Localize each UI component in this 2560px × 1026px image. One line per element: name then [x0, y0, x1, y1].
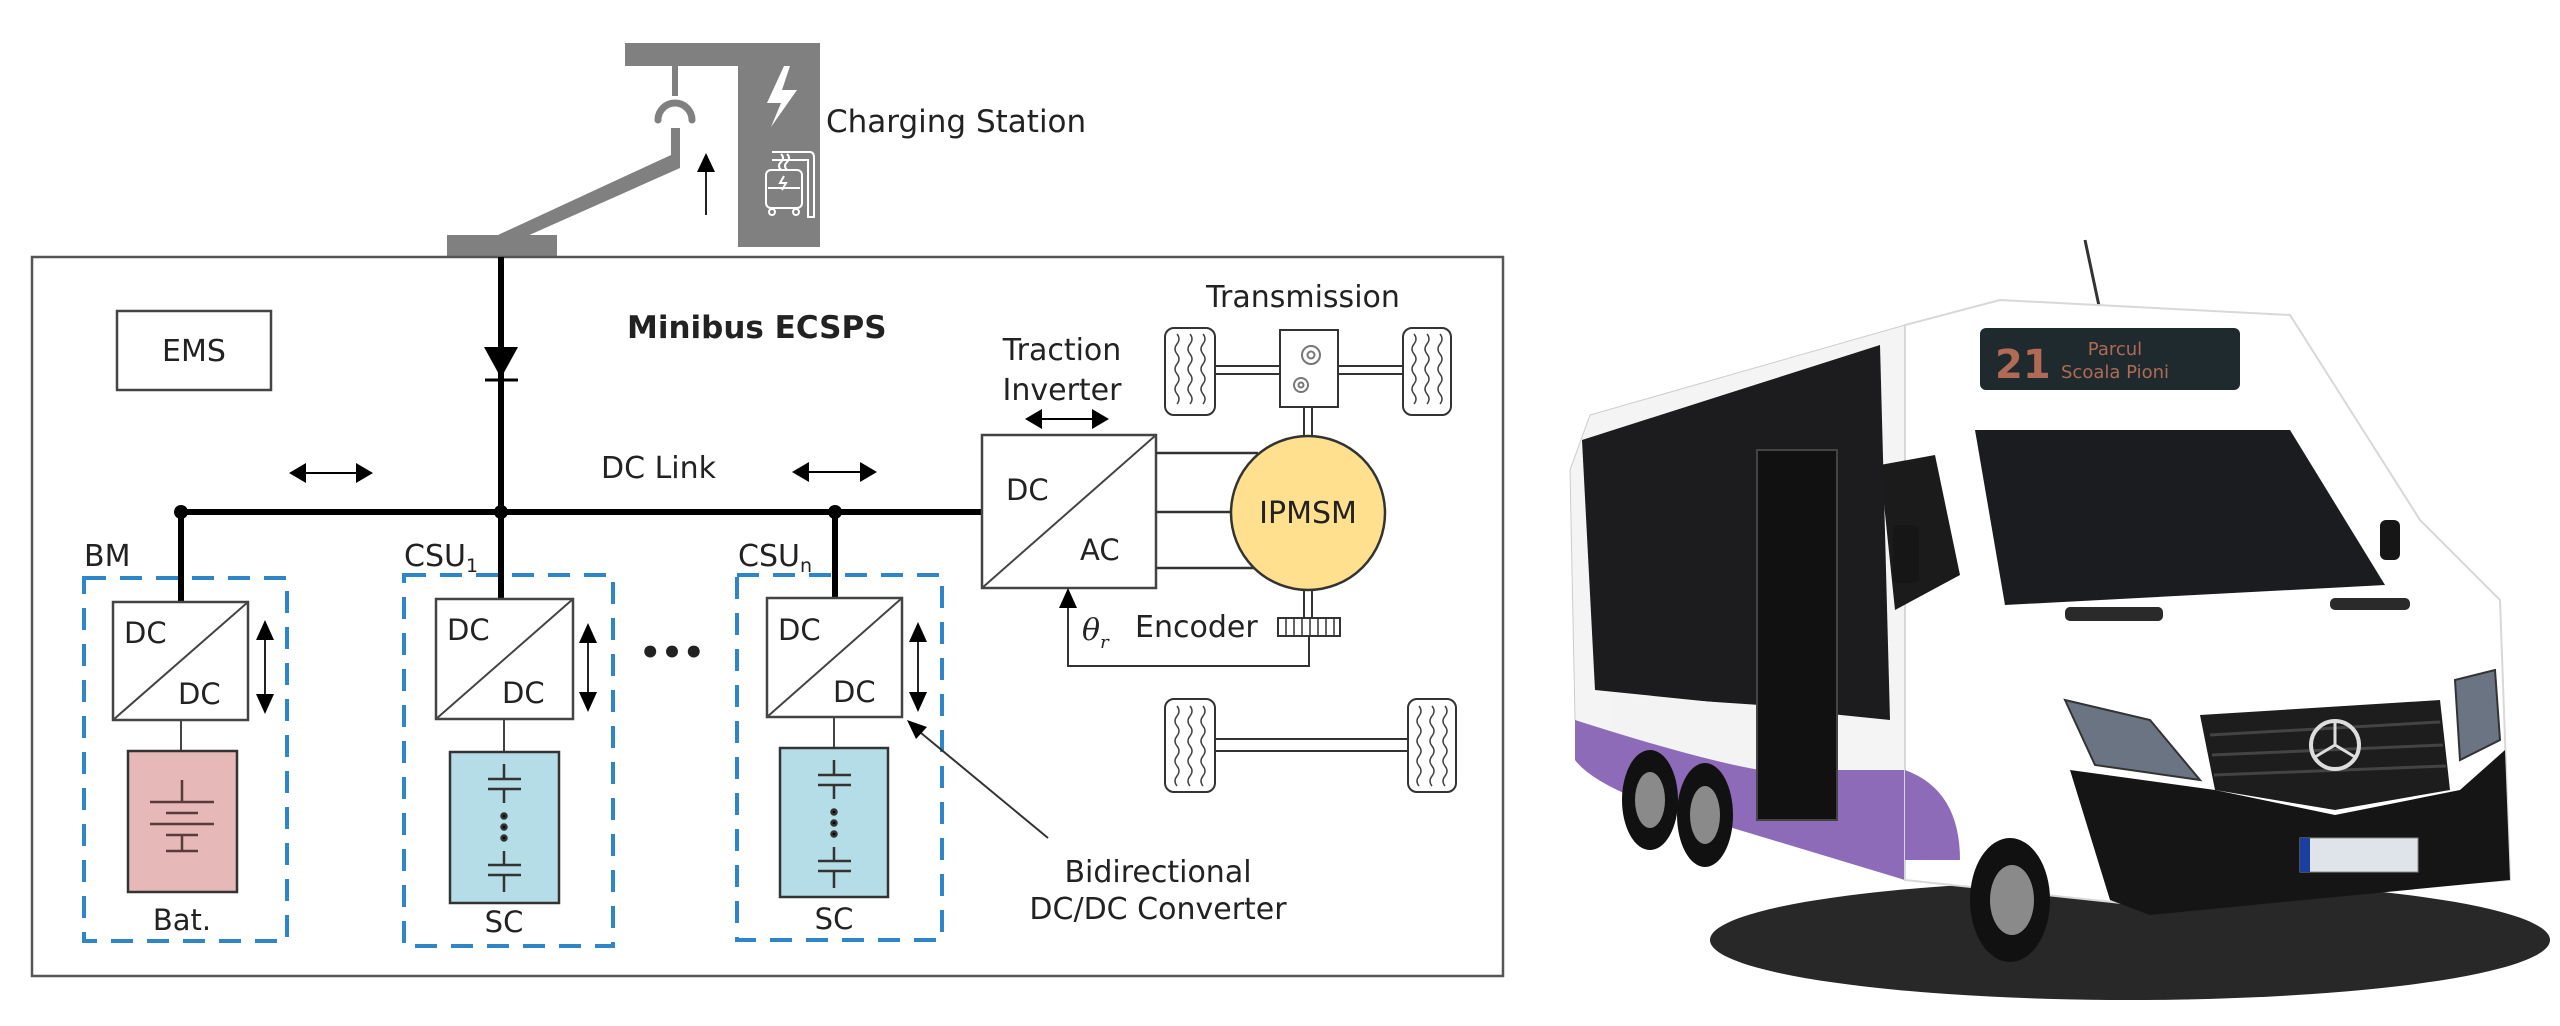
- encoder-label: Encoder: [1135, 610, 1258, 645]
- motor-label: IPMSM: [1259, 496, 1357, 531]
- annotation-line2: DC/DC Converter: [1029, 892, 1287, 927]
- storage-label: Bat.: [153, 903, 211, 937]
- supercapacitor-icon: [818, 760, 851, 888]
- converter-top-label: DC: [447, 613, 490, 647]
- route-number: 21: [1995, 342, 2051, 388]
- station-top-beam: [625, 43, 740, 66]
- vertical-bidirectional-arrow-icon: [909, 622, 927, 712]
- motor-circle: [1229, 434, 1387, 592]
- module-label: BM: [84, 539, 130, 574]
- wheel-icon: [1164, 698, 1216, 793]
- up-arrow-icon: [697, 153, 715, 215]
- converter-bottom-label: DC: [502, 676, 545, 710]
- ems-label: EMS: [162, 334, 226, 369]
- destination-line2: Scoala Pioni: [2061, 362, 2169, 383]
- module-label: CSU1: [404, 539, 478, 577]
- bidirectional-arrow-icon: [1025, 409, 1109, 429]
- wheel-icon: [1407, 698, 1457, 793]
- brand-logo-icon: [2309, 719, 2361, 771]
- gear-icon: [1293, 345, 1321, 393]
- theta-label: θr: [1082, 613, 1110, 653]
- more-modules-ellipsis: •••: [639, 633, 704, 673]
- ipmsm-motor[interactable]: IPMSM: [1229, 434, 1387, 592]
- module-csun[interactable]: CSUn DC DC SC: [735, 512, 944, 942]
- battery-box: [126, 749, 239, 894]
- converter-bottom-label: DC: [833, 675, 876, 709]
- storage-label: SC: [815, 902, 854, 936]
- charging-station-label: Charging Station: [826, 104, 1086, 140]
- module-frame: [735, 573, 944, 942]
- encoder: Encoder θr: [1059, 588, 1341, 667]
- inverter-bottom-label: AC: [1080, 533, 1120, 567]
- inverter-title-line2: Inverter: [1003, 373, 1123, 408]
- module-frame: [402, 573, 615, 948]
- motor-shaft: [1303, 407, 1313, 618]
- ems-block[interactable]: EMS: [115, 309, 273, 392]
- module-frame: [82, 576, 289, 943]
- pantograph-icon: [447, 66, 696, 257]
- converter-top-label: DC: [778, 613, 821, 647]
- converter-top-label: DC: [124, 616, 167, 650]
- vertical-bidirectional-arrow-icon: [579, 623, 597, 712]
- converter-annotation: Bidirectional DC/DC Converter: [907, 720, 1287, 927]
- license-plate: [2299, 837, 2419, 873]
- supercapacitor-icon: [488, 764, 521, 892]
- encoder-icon: [1277, 617, 1341, 637]
- inverter-top-label: DC: [1006, 473, 1049, 507]
- destination-line1: Parcul: [2088, 339, 2142, 360]
- traction-inverter[interactable]: Traction Inverter DC AC: [980, 333, 1158, 590]
- module-bm[interactable]: BM DC DC Bat.: [82, 512, 289, 943]
- vertical-bidirectional-arrow-icon: [256, 620, 274, 714]
- bidirectional-arrow-icon: [792, 462, 877, 482]
- module-csu1[interactable]: CSU1 DC DC SC: [402, 512, 615, 948]
- battery-icon: [150, 780, 214, 853]
- diode-icon: [484, 347, 518, 378]
- wheel-icon: [1164, 327, 1216, 416]
- three-phase-lines: [1156, 451, 1258, 570]
- module-label: CSUn: [738, 539, 812, 577]
- storage-label: SC: [485, 905, 524, 939]
- bidirectional-arrow-icon: [289, 463, 373, 483]
- transmission-label: Transmission: [1205, 280, 1400, 315]
- feedback-arrow-icon: [1059, 588, 1077, 608]
- lightning-icon: [767, 66, 797, 127]
- destination-sign: 21 Parcul Scoala Pioni: [1980, 328, 2240, 390]
- rear-axle: [1164, 698, 1457, 793]
- front-axle: [1215, 365, 1403, 375]
- converter-bottom-label: DC: [178, 677, 221, 711]
- feedback-line: [1067, 606, 1310, 667]
- charging-station: Charging Station: [447, 43, 1086, 257]
- wheel-icon: [1402, 327, 1452, 416]
- dc-link-label: DC Link: [601, 451, 717, 486]
- transmission: Transmission: [1164, 280, 1452, 416]
- electric-bus-icon: [765, 151, 815, 218]
- system-frame: [30, 255, 1505, 978]
- system-title: Minibus ECSPS: [627, 310, 887, 346]
- gearbox-box: [1279, 329, 1339, 408]
- ems-box: [115, 309, 273, 392]
- inverter-title-line1: Traction: [1002, 333, 1122, 368]
- annotation-line1: Bidirectional: [1064, 855, 1251, 890]
- minibus-photo: 21 Parcul Scoala Pioni: [1569, 239, 2550, 1000]
- charging-feed: [484, 257, 518, 512]
- pointer-arrow-icon: [907, 720, 927, 739]
- dc-link-bus: DC Link: [174, 451, 982, 519]
